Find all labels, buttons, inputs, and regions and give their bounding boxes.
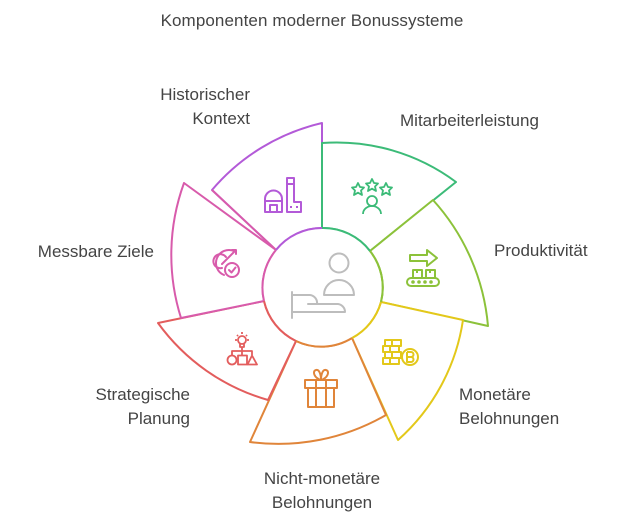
coins-bitcoin-icon [382,339,419,366]
target-check-icon [212,249,240,278]
conveyor-belt-icon [406,249,440,287]
factory-icon [264,177,302,213]
label-messbare-ziele: Messbare Ziele [37,242,154,261]
diagram-title: Komponenten moderner Bonussysteme [160,11,464,30]
label-strategische-planung: Strategische Planung [95,385,191,428]
label-monetaere-belohnungen: Monetäre Belohnungen [459,385,560,428]
employee-at-desk-icon [291,252,355,319]
label-mitarbeiterleistung: Mitarbeiterleistung [400,111,539,130]
gift-icon [304,368,338,408]
label-historischer-kontext: Historischer Kontext [160,85,250,128]
label-nicht-monetaere-belohnungen: Nicht-monetäre Belohnungen [263,469,381,512]
star-rating-person-icon [351,178,393,215]
label-produktivitaet: Produktivität [494,241,588,260]
idea-hierarchy-icon [226,332,258,366]
center-circle [261,226,384,348]
